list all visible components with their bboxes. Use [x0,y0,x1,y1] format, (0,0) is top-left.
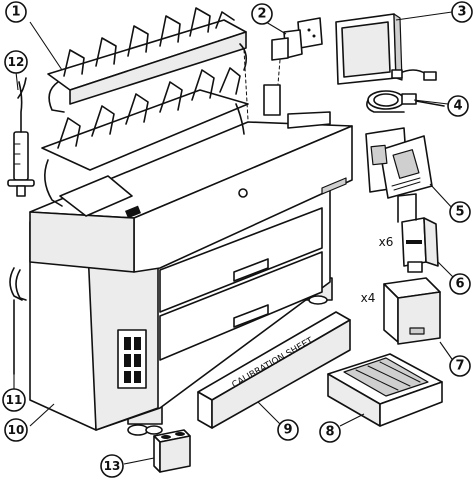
svg-text:5: 5 [455,205,464,220]
printhead-quantity: x6 [379,235,394,249]
paper-guide-tray [42,68,248,206]
svg-text:9: 9 [283,423,292,438]
paper-basket-rod [10,268,26,374]
callout-9: 9 [277,419,299,441]
maintenance-cartridge [328,354,442,426]
touchscreen-panel [336,14,402,84]
stacker-top-part [48,8,248,120]
ink-cartridge [384,278,440,344]
printhead [398,194,438,272]
callout-1: 1 [5,1,27,23]
callout-13: 13 [100,454,124,478]
svg-text:7: 7 [455,359,464,374]
callout-2: 2 [251,3,273,25]
small-cartridge-block [154,430,190,472]
svg-text:6: 6 [455,277,464,292]
callout-7: 7 [449,355,471,377]
callout-11: 11 [2,388,26,412]
svg-text:2: 2 [257,7,266,22]
svg-text:10: 10 [8,423,25,437]
callout-6: 6 [449,273,471,295]
power-cable [367,70,444,112]
svg-text:11: 11 [6,393,23,407]
callout-12: 12 [4,50,28,74]
svg-text:3: 3 [457,5,466,20]
svg-text:1: 1 [11,5,20,20]
callout-8: 8 [319,421,341,443]
svg-text:4: 4 [453,99,462,114]
callout-3: 3 [451,1,473,23]
svg-text:8: 8 [325,425,334,440]
ink-syringe [8,78,34,196]
svg-text:13: 13 [104,459,121,473]
leader-lines [13,11,455,465]
svg-text:12: 12 [8,55,25,69]
callout-5: 5 [449,201,471,223]
documentation-booklets [366,128,432,198]
callout-4: 4 [447,95,469,117]
callout-10: 10 [4,418,28,442]
printer-body [30,85,352,435]
mounting-bracket [272,18,322,84]
cartridge-quantity: x4 [361,291,376,305]
